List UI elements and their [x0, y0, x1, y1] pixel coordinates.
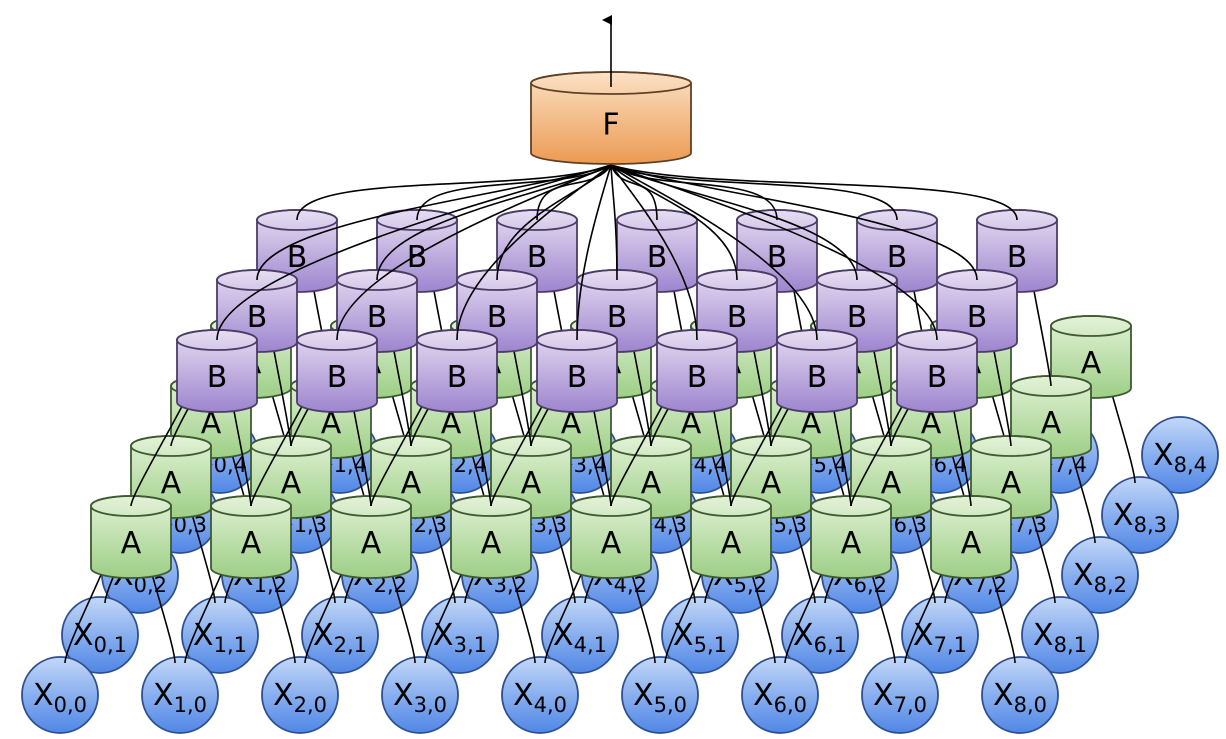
processing-unit-a-label: A: [281, 466, 302, 501]
input-node-label: X0,0: [33, 678, 87, 717]
input-node: X8,4: [1141, 416, 1219, 494]
processing-unit-a-label: A: [521, 466, 542, 501]
input-node: X7,1: [901, 596, 979, 674]
output-unit-f-label: F: [602, 108, 619, 143]
processing-unit-a-label: A: [1041, 406, 1062, 441]
processing-unit-b-label: B: [607, 300, 628, 335]
input-node: X3,1: [421, 596, 499, 674]
input-node: X5,0: [621, 656, 699, 734]
processing-unit-b-label: B: [687, 360, 708, 395]
processing-unit-b-label: B: [527, 240, 548, 275]
input-node: X0,0: [21, 656, 99, 734]
processing-unit-b-label: B: [487, 300, 508, 335]
processing-unit-b: B: [416, 329, 498, 413]
processing-unit-b: B: [656, 329, 738, 413]
processing-unit-a: A: [90, 495, 172, 579]
processing-unit-b-label: B: [327, 360, 348, 395]
output-unit-f: F: [530, 71, 692, 165]
processing-unit-a-label: A: [601, 526, 622, 561]
processing-unit-a: A: [1050, 315, 1132, 399]
processing-unit-a-label: A: [841, 526, 862, 561]
processing-unit-a: A: [330, 495, 412, 579]
processing-unit-b-label: B: [247, 300, 268, 335]
processing-unit-a-label: A: [361, 526, 382, 561]
processing-unit-b: B: [536, 329, 618, 413]
processing-unit-b-label: B: [727, 300, 748, 335]
processing-unit-a-label: A: [721, 526, 742, 561]
input-node: X5,1: [661, 596, 739, 674]
processing-unit-b-label: B: [967, 300, 988, 335]
input-node: X8,3: [1101, 476, 1179, 554]
processing-unit-a-label: A: [681, 406, 702, 441]
processing-unit-a-label: A: [761, 466, 782, 501]
input-node: X1,1: [181, 596, 259, 674]
input-node: X7,0: [861, 656, 939, 734]
processing-unit-b-label: B: [767, 240, 788, 275]
input-node: X3,0: [381, 656, 459, 734]
processing-unit-a-label: A: [401, 466, 422, 501]
diagram-layers: X0,4X1,4X2,4X3,4X4,4X5,4X6,4X7,4X8,4X0,3…: [21, 15, 1219, 734]
processing-unit-a-label: A: [121, 526, 142, 561]
input-node: X1,0: [141, 656, 219, 734]
input-node: X2,1: [301, 596, 379, 674]
processing-unit-b-label: B: [647, 240, 668, 275]
processing-unit-a-label: A: [881, 466, 902, 501]
input-node: X4,0: [501, 656, 579, 734]
input-node: X8,1: [1021, 596, 1099, 674]
input-node: X6,0: [741, 656, 819, 734]
input-node: X6,1: [781, 596, 859, 674]
processing-unit-b-label: B: [847, 300, 868, 335]
processing-unit-a-label: A: [641, 466, 662, 501]
input-node: X0,1: [61, 596, 139, 674]
processing-unit-b-label: B: [407, 240, 428, 275]
input-node-label: X2,0: [273, 678, 327, 717]
input-node: X2,0: [261, 656, 339, 734]
processing-unit-b-label: B: [367, 300, 388, 335]
processing-unit-b-label: B: [807, 360, 828, 395]
processing-unit-a-label: A: [921, 406, 942, 441]
processing-unit-a: A: [210, 495, 292, 579]
processing-unit-b: B: [296, 329, 378, 413]
processing-unit-a: A: [570, 495, 652, 579]
processing-unit-a-label: A: [441, 406, 462, 441]
processing-unit-b: B: [176, 329, 258, 413]
processing-unit-a-label: A: [201, 406, 222, 441]
processing-unit-b-label: B: [1007, 240, 1028, 275]
processing-unit-a: A: [690, 495, 772, 579]
processing-unit-a-label: A: [321, 406, 342, 441]
processing-unit-a-label: A: [801, 406, 822, 441]
processing-unit-b-label: B: [927, 360, 948, 395]
processing-unit-a: A: [810, 495, 892, 579]
processing-unit-a-label: A: [241, 526, 262, 561]
processing-unit-a-label: A: [561, 406, 582, 441]
processing-unit-b-label: B: [447, 360, 468, 395]
processing-unit-b: B: [896, 329, 978, 413]
processing-unit-a-label: A: [481, 526, 502, 561]
input-node: X8,0: [981, 656, 1059, 734]
processing-unit-a-label: A: [961, 526, 982, 561]
input-node: X4,1: [541, 596, 619, 674]
processing-unit-b-label: B: [207, 360, 228, 395]
processing-unit-a-label: A: [161, 466, 182, 501]
input-node: X8,2: [1061, 536, 1139, 614]
processing-unit-b-label: B: [567, 360, 588, 395]
processing-unit-a: A: [450, 495, 532, 579]
processing-unit-b: B: [776, 329, 858, 413]
processing-unit-b-label: B: [287, 240, 308, 275]
processing-unit-a-label: A: [1081, 346, 1102, 381]
processing-unit-a: A: [930, 495, 1012, 579]
processing-unit-b-label: B: [887, 240, 908, 275]
processing-unit-a-label: A: [1001, 466, 1022, 501]
